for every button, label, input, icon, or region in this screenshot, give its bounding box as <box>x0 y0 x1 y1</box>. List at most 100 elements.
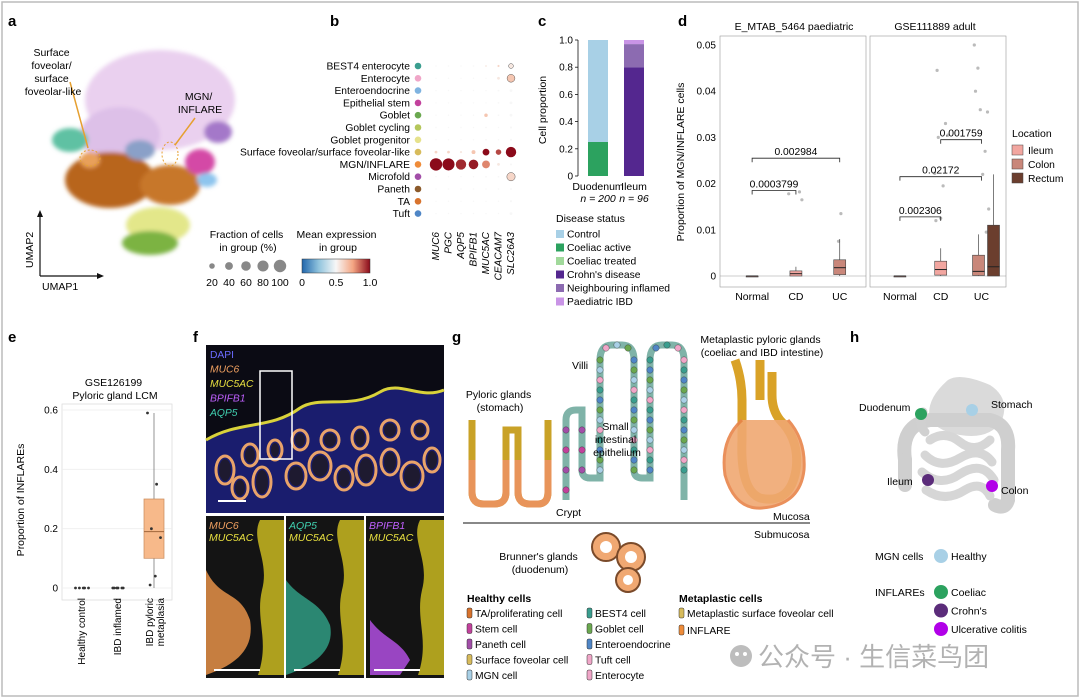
dotplot-dot <box>485 212 487 215</box>
dotplot-dot <box>495 149 502 155</box>
f-glands <box>205 386 445 501</box>
c-legend-label: Neighbouring inflamed <box>567 284 670 295</box>
f-sub-aqp5-content <box>286 520 364 675</box>
e-point <box>74 586 77 590</box>
f-gland-lumen <box>219 459 231 481</box>
d-bracket <box>940 139 982 144</box>
f-gland <box>230 475 250 501</box>
g-pyloric-gland-base <box>468 460 552 508</box>
h-ileum-label: Ileum <box>887 476 913 488</box>
g-villus-cell <box>646 426 654 434</box>
c-ytick-label: 1.0 <box>559 36 573 47</box>
f-channel-label: BPIFB1 <box>210 394 245 405</box>
d-point <box>946 133 950 137</box>
dotplot-row-label: Enteroendocrine <box>334 86 410 97</box>
h-ileum-dot <box>922 474 934 486</box>
h-stomach-label: Stomach <box>991 399 1033 411</box>
dotplot-celltype-dot <box>414 210 422 217</box>
d-legend-title: Location <box>1012 128 1052 140</box>
g-healthy-swatch <box>466 607 473 619</box>
d-legend-swatch <box>1011 172 1024 184</box>
dotplot-dot <box>460 126 462 129</box>
d-bracket-label: 0.002984 <box>774 147 817 158</box>
g-metaplastic-swatch <box>678 607 685 619</box>
d-x-label: CD <box>788 291 804 303</box>
f-channel-label: AQP5 <box>209 408 238 419</box>
g-metaplastic-label: Metaplastic surface foveolar cell <box>687 609 834 620</box>
f-gland-lumen <box>235 480 245 496</box>
g-villus-cell <box>646 466 654 474</box>
e-x-label: IBD inflamed <box>113 598 124 655</box>
f-sub-bpifb1-purple <box>370 620 410 675</box>
f-lumen <box>206 345 444 440</box>
h-inflare-dot <box>934 585 948 599</box>
dotplot-gene-label: MUC6 <box>431 232 442 261</box>
g-villus-cell <box>646 456 654 464</box>
umap-cluster-best4 <box>52 128 88 152</box>
d-ytick-label: 0 <box>710 272 716 283</box>
panel-e: e GSE126199 Pyloric gland LCM Proportion… <box>8 329 173 665</box>
c-legend-swatch <box>556 270 564 279</box>
dotplot-celltype-dot <box>414 87 422 94</box>
d-ylabel: Proportion of MGN/INFLARE cells <box>675 83 687 242</box>
dotplot-dot <box>447 150 450 154</box>
c-bar-segment <box>624 40 644 45</box>
g-metaplastic-swatch <box>678 624 685 636</box>
dotplot-gene-label: BPIFB1 <box>469 232 480 266</box>
f-gland-lumen <box>404 465 420 487</box>
d-bracket <box>899 216 942 221</box>
dotplot-dot <box>435 139 437 141</box>
umap-cluster-epithelial-stem <box>185 149 215 175</box>
g-villus-cell <box>596 436 604 444</box>
umap-axis-x-label: UMAP1 <box>42 281 78 293</box>
g-villus-cell <box>630 376 638 384</box>
c-ytick-label: 0.8 <box>559 63 573 74</box>
g-healthy-swatch <box>586 623 593 634</box>
g-brunner-label: Brunner's glands (duodenum) <box>499 551 580 576</box>
g-villus-cell <box>680 446 688 454</box>
g-mucosa-label: Mucosa <box>773 511 810 523</box>
h-si-coil-1 <box>925 431 995 452</box>
f-gland-lumen <box>384 452 396 472</box>
g-crypt-cell <box>562 426 570 434</box>
dotplot-celltype-dot <box>414 99 422 107</box>
d-x-label: UC <box>974 291 990 303</box>
dotplot-celltype-dots <box>414 62 422 217</box>
d-bracket-label: 0.001759 <box>940 129 983 140</box>
panel-d: d Proportion of MGN/INFLARE cells E_MTAB… <box>675 13 1063 303</box>
e-point <box>150 527 153 531</box>
g-villus-cell <box>646 416 654 424</box>
f-gland <box>284 461 308 491</box>
umap-cluster-enteroendo <box>197 173 217 187</box>
g-villus-cell <box>602 344 610 352</box>
dotplot-row-label: Paneth <box>377 185 410 196</box>
size-legend-label: 40 <box>223 277 235 289</box>
d-facet-frame <box>869 35 1007 288</box>
panel-a-label: a <box>8 13 17 30</box>
size-legend-dot <box>241 261 251 271</box>
dotplot-dot <box>497 212 500 215</box>
dotplot-dot <box>435 126 437 129</box>
dotplot-dot <box>435 102 437 104</box>
g-submucosa-label: Submucosa <box>754 529 810 541</box>
g-metaplastic-label: INFLARE <box>687 626 731 637</box>
h-mgn-dot <box>934 549 948 563</box>
f-gland-lumen <box>245 447 255 463</box>
c-ytick-label: 0.4 <box>559 117 573 128</box>
g-crypt-cell <box>578 466 586 474</box>
f-sub-bpifb1-yellow <box>417 520 444 675</box>
umap-cluster-foveolar <box>80 152 100 168</box>
e-ytick-label: 0.4 <box>44 465 58 476</box>
d-legend-label: Colon <box>1028 160 1055 171</box>
dotplot-dot <box>472 139 475 141</box>
g-villus-cell <box>680 426 688 434</box>
d-point <box>987 207 991 211</box>
dotplot-dot <box>509 89 513 92</box>
g-villus-cell <box>680 376 688 384</box>
dotplot-dot <box>485 188 487 190</box>
size-legend-dot <box>225 262 233 270</box>
